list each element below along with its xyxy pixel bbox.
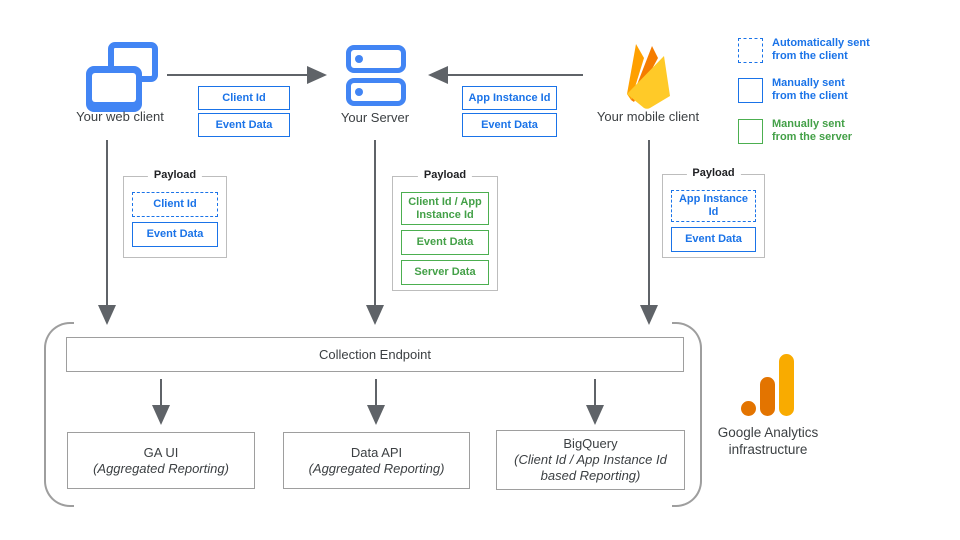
- output-title: BigQuery: [563, 436, 618, 451]
- legend-swatch-manual-client-icon: [738, 78, 763, 103]
- legend-item-manual-server: Manually sent from the server: [772, 118, 902, 144]
- payload-box-server: Payload Client Id / App Instance Id Even…: [392, 169, 498, 291]
- legend-swatch-manual-server-icon: [738, 119, 763, 144]
- legend-swatch-auto-client-icon: [738, 38, 763, 63]
- output-title: GA UI: [143, 444, 179, 460]
- legend-line: from the client: [772, 90, 848, 102]
- firebase-icon: [627, 44, 670, 109]
- payload-item-app-instance-id: App Instance Id: [671, 190, 756, 222]
- caption-line: infrastructure: [728, 442, 808, 457]
- google-analytics-logo-icon: [741, 401, 756, 416]
- payload-title: Payload: [147, 169, 203, 181]
- legend-line: from the server: [772, 131, 853, 143]
- flow-param-client-id: Client Id: [198, 86, 290, 110]
- output-box-bigquery: BigQuery (Client Id / App Instance Id ba…: [496, 430, 685, 490]
- payload-title: Payload: [417, 169, 473, 181]
- output-subtitle: (Aggregated Reporting): [93, 460, 229, 476]
- payload-item-client-id: Client Id: [132, 192, 218, 217]
- server-label: Your Server: [340, 110, 410, 125]
- flow-param-app-instance-id: App Instance Id: [462, 86, 557, 110]
- web-client-icon: [86, 42, 158, 112]
- collection-endpoint-box: Collection Endpoint: [66, 337, 684, 372]
- google-analytics-logo-icon: [779, 354, 794, 416]
- legend-line: Automatically sent: [772, 37, 870, 49]
- payload-item-client-or-app-id: Client Id / App Instance Id: [401, 192, 489, 225]
- legend-line: Manually sent: [772, 77, 845, 89]
- output-subtitle: (Client Id / App Instance Id based Repor…: [514, 452, 667, 483]
- legend-item-auto-client: Automatically sent from the client: [772, 37, 902, 63]
- payload-item-event-data: Event Data: [401, 230, 489, 255]
- infrastructure-caption: Google Analytics infrastructure: [688, 424, 848, 458]
- payload-box-mobile: Payload App Instance Id Event Data: [662, 167, 765, 258]
- legend-line: from the client: [772, 50, 848, 62]
- server-icon: [346, 45, 406, 111]
- payload-box-web: Payload Client Id Event Data: [123, 169, 227, 258]
- web-client-label: Your web client: [76, 109, 164, 124]
- mobile-client-label: Your mobile client: [596, 109, 700, 124]
- output-title: Data API: [350, 444, 403, 460]
- payload-item-event-data: Event Data: [671, 227, 756, 252]
- output-box-ga-ui: GA UI (Aggregated Reporting): [67, 432, 255, 489]
- legend-item-manual-client: Manually sent from the client: [772, 77, 902, 103]
- payload-item-server-data: Server Data: [401, 260, 489, 285]
- legend-line: Manually sent: [772, 118, 845, 130]
- output-box-data-api: Data API (Aggregated Reporting): [283, 432, 470, 489]
- output-subtitle: (Aggregated Reporting): [308, 460, 445, 476]
- flow-param-event-data-mobile: Event Data: [462, 113, 557, 137]
- flow-param-event-data-web: Event Data: [198, 113, 290, 137]
- payload-item-event-data: Event Data: [132, 222, 218, 247]
- caption-line: Google Analytics: [717, 425, 819, 440]
- collection-endpoint-label: Collection Endpoint: [318, 346, 432, 362]
- google-analytics-logo-icon: [760, 377, 775, 416]
- payload-title: Payload: [686, 167, 741, 179]
